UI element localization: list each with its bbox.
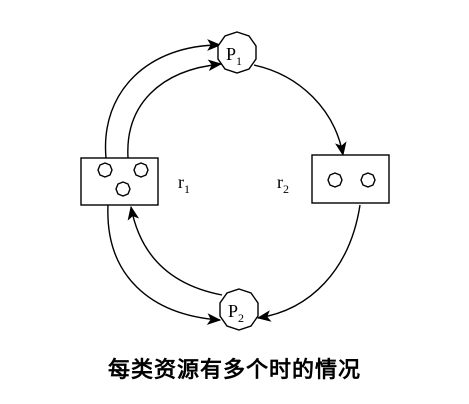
resource-r1-label: r bbox=[178, 172, 184, 192]
edge-p1-to-r2 bbox=[253, 64, 347, 157]
resource-r2-box bbox=[311, 154, 390, 204]
process-p2: P2 bbox=[219, 288, 259, 331]
resource-r1-subscript: 1 bbox=[184, 182, 190, 196]
resource-r2-label: r bbox=[277, 172, 283, 192]
resource-r2: r2 bbox=[277, 154, 390, 204]
edge-r1-to-p2-outer bbox=[107, 204, 222, 325]
svg-text:P2: P2 bbox=[228, 301, 244, 325]
process-p1-shape bbox=[217, 31, 257, 74]
process-p2-shape bbox=[219, 288, 259, 331]
resource-r1-instance-2 bbox=[133, 162, 149, 178]
svg-text:P1: P1 bbox=[226, 44, 242, 68]
process-p1: P1 bbox=[217, 31, 257, 74]
resource-r1-instance-1 bbox=[97, 162, 113, 178]
resource-r1: r1 bbox=[80, 157, 190, 206]
svg-text:r2: r2 bbox=[277, 172, 289, 196]
resource-r1-instance-3 bbox=[115, 181, 131, 197]
process-p2-subscript: 2 bbox=[238, 311, 244, 325]
diagram-caption: 每类资源有多个时的情况 bbox=[107, 358, 361, 383]
resource-r2-instance-2 bbox=[360, 172, 376, 188]
edge-p2-to-r1 bbox=[127, 205, 223, 296]
process-p1-subscript: 1 bbox=[236, 54, 242, 68]
resource-r2-instance-1 bbox=[327, 172, 343, 188]
edge-r2-to-p2 bbox=[256, 204, 361, 322]
edge-r1-to-p1-inner bbox=[127, 59, 223, 159]
svg-text:r1: r1 bbox=[178, 172, 190, 196]
edge-r1-to-p1-outer bbox=[104, 39, 222, 159]
process-p1-label: P bbox=[226, 44, 236, 64]
process-p2-label: P bbox=[228, 301, 238, 321]
resource-r2-subscript: 2 bbox=[283, 182, 289, 196]
